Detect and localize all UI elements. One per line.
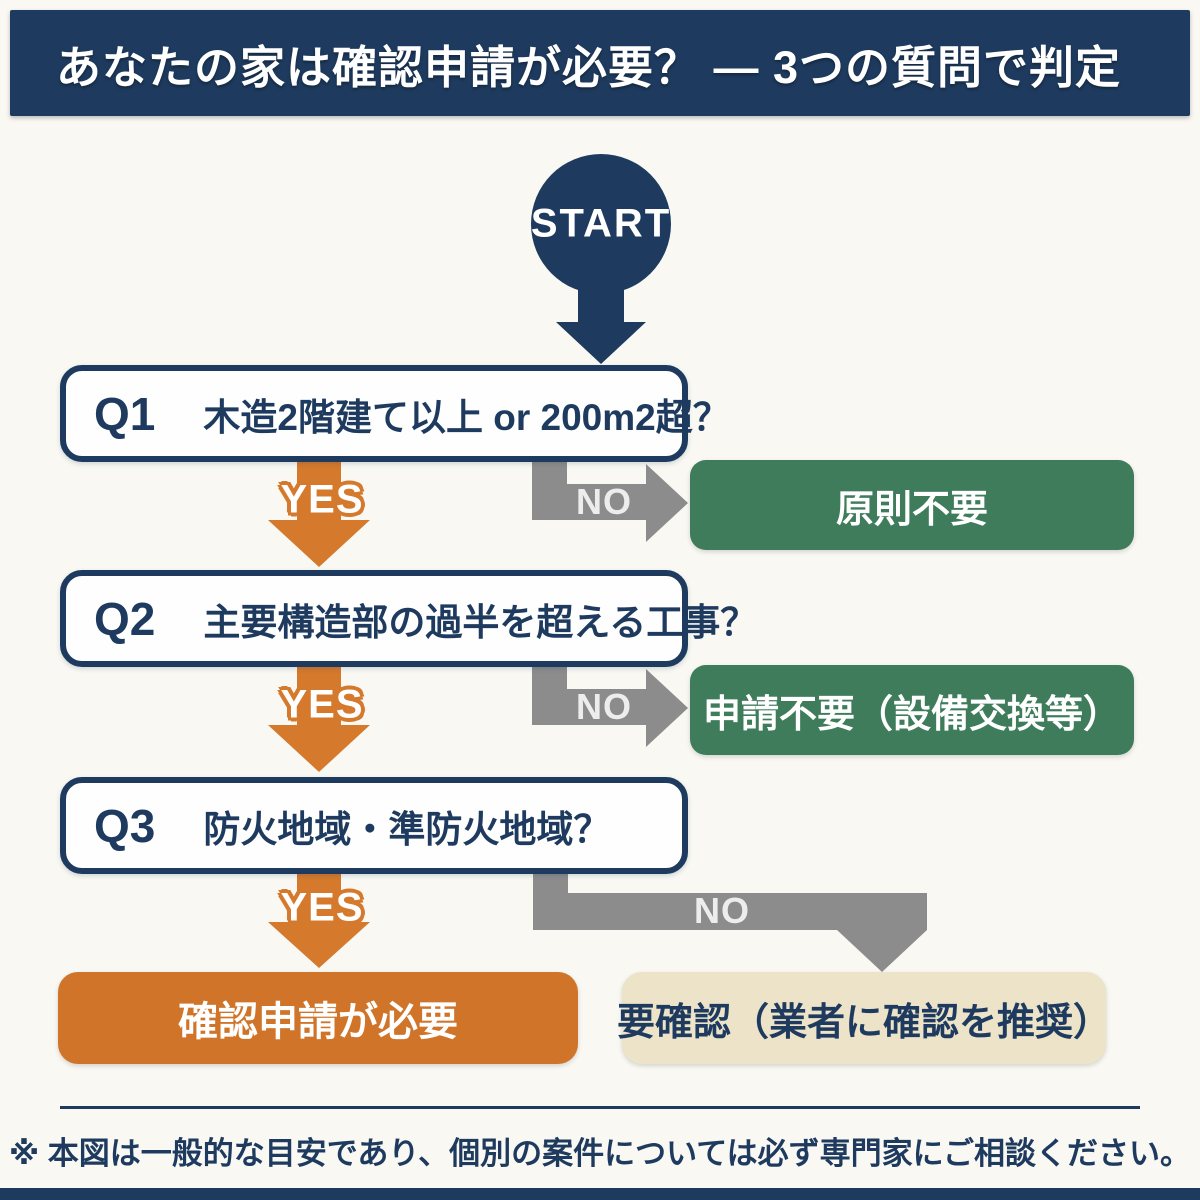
q1-yes-label: YES	[280, 477, 364, 522]
footer-disclaimer: ※ 本図は一般的な目安であり、個別の案件については必ず専門家にご相談ください。	[8, 1136, 1192, 1171]
header-bar: あなたの家は確認申請が必要？ ― 3つの質問で判定	[10, 10, 1190, 116]
q2-yes-label: YES	[280, 682, 364, 727]
q2-yes-arrow	[268, 667, 370, 772]
outcome-text: 原則不要	[835, 488, 988, 531]
question-box-q2: Q2 主要構造部の過半を超える工事？	[60, 570, 757, 667]
question-text: 防火地域・準防火地域？	[203, 808, 611, 850]
q1-no-arrow	[532, 462, 688, 542]
q3-yes-arrow	[268, 872, 370, 968]
q1-yes-arrow	[268, 462, 370, 567]
q1-no-label: NO	[576, 481, 632, 522]
q3-no-label: NO	[694, 890, 750, 931]
outcome-box-check-needed: 要確認（業者に確認を推奨）	[617, 972, 1111, 1064]
outcome-box-not-required-principle: 原則不要	[690, 460, 1134, 550]
question-text: 主要構造部の過半を超える工事？	[203, 601, 758, 643]
q3-no-arrow	[533, 872, 927, 972]
outcome-text: 確認申請が必要	[178, 1000, 458, 1044]
question-text: 木造2階建て以上 or 200m2超？	[203, 396, 730, 438]
q2-no-arrow	[532, 667, 688, 747]
outcome-box-no-application-needed: 申請不要（設備交換等）	[690, 665, 1134, 755]
q3-yes-label: YES	[280, 885, 364, 930]
question-id: Q3	[94, 799, 156, 852]
outcome-box-application-required: 確認申請が必要	[58, 972, 578, 1064]
question-id: Q2	[94, 592, 156, 645]
start-down-arrow	[556, 280, 646, 364]
question-box-q3: Q3 防火地域・準防火地域？	[60, 777, 688, 874]
footer-divider	[60, 1106, 1140, 1109]
page-title: あなたの家は確認申請が必要？ ― 3つの質問で判定	[56, 41, 1122, 93]
outcome-text: 申請不要（設備交換等）	[702, 693, 1121, 736]
question-id: Q1	[94, 387, 156, 440]
start-node-label: START	[530, 201, 672, 246]
start-node-circle	[531, 154, 671, 294]
question-box-q1: Q1 木造2階建て以上 or 200m2超？	[60, 365, 730, 462]
outcome-text: 要確認（業者に確認を推奨）	[617, 1001, 1112, 1044]
q2-no-label: NO	[576, 686, 632, 727]
bottom-accent-bar	[0, 1188, 1200, 1200]
